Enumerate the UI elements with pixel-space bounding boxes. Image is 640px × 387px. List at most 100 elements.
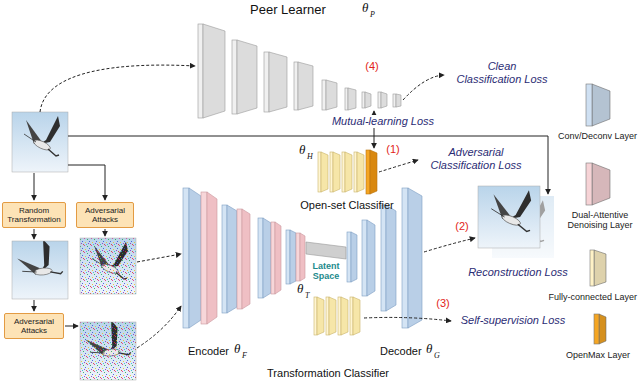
open-set-classifier-layers-part-part xyxy=(333,152,340,192)
encoder-layers-part xyxy=(258,218,271,298)
decoder-layers-part-part xyxy=(347,232,351,282)
peer-learner-layers xyxy=(198,24,401,118)
transformed-image-part xyxy=(12,241,68,299)
encoder-layers-part-part xyxy=(296,233,300,281)
label-slot: θ xyxy=(362,1,368,16)
label-slot: Transformation Classifier xyxy=(267,367,389,380)
parameter-subscript: H xyxy=(307,152,313,161)
encoder-layers-part-part xyxy=(189,188,201,328)
parameter-symbol: θ xyxy=(234,342,240,357)
label-slot: Peer Learner xyxy=(250,3,326,18)
swatch-face xyxy=(586,84,592,126)
label-slot: θ xyxy=(297,282,303,297)
decoder-layers-part xyxy=(402,188,422,328)
module-label: Decoder xyxy=(380,345,422,358)
transformation-classifier-layers-part-part xyxy=(341,297,348,335)
label-slot: (2) xyxy=(455,220,468,233)
peer-learner-layers-part-part xyxy=(345,88,348,110)
loss-label: Self-supervision Loss xyxy=(461,314,566,327)
flow-arrows-part xyxy=(403,75,444,100)
swatch-face xyxy=(594,314,599,344)
peer-learner-layers-part-part xyxy=(362,92,365,108)
decoder-layers-part-part xyxy=(381,205,386,311)
peer-learner-layers-part xyxy=(378,92,387,108)
label-slot: θ xyxy=(299,143,305,158)
flow-arrows-part xyxy=(65,326,78,327)
peer-learner-layers-part-part xyxy=(198,24,203,118)
legend-swatch xyxy=(593,313,607,345)
peer-learner-layers-part xyxy=(294,62,313,110)
flow-arrows-part xyxy=(379,160,418,172)
swatch-face xyxy=(586,163,592,205)
encoder-layers-part-part xyxy=(222,205,227,313)
legend-swatch xyxy=(585,162,611,206)
swatch-shade xyxy=(594,250,606,286)
label-slot: OpenMax Layer xyxy=(566,350,630,360)
label-slot: θ xyxy=(234,342,240,357)
peer-learner-layers-part-part xyxy=(294,62,298,110)
legend-swatch xyxy=(589,249,607,287)
adversarial-image-part xyxy=(80,238,136,294)
decoder-layers-part-part xyxy=(402,188,408,328)
peer-learner-layers-part-part xyxy=(326,80,337,110)
peer-learner-layers-part xyxy=(345,88,356,110)
parameter-symbol: θ xyxy=(362,1,368,16)
peer-learner-layers-part-part xyxy=(237,40,257,114)
parameter-symbol: θ xyxy=(297,282,303,297)
label-slot: Fully-connected Layer xyxy=(548,292,637,302)
flow-arrows-part xyxy=(68,165,105,200)
parameter-subscript: G xyxy=(434,351,440,360)
flow-arrows-part xyxy=(34,229,35,239)
module-label: Open-set Classifier xyxy=(300,199,394,212)
encoder-layers-part-part xyxy=(286,230,290,284)
transformation-classifier-layers-part-part xyxy=(314,297,317,335)
decoder-layers-part xyxy=(381,205,396,311)
open-set-classifier-layers-part xyxy=(366,150,377,194)
transformed-image xyxy=(12,238,68,299)
peer-learner-layers-part-part xyxy=(348,88,356,110)
flow-arrows-part xyxy=(137,254,181,262)
label-slot: Latent Space xyxy=(312,261,341,282)
label-slot: (4) xyxy=(365,60,378,73)
swatch-side xyxy=(592,163,610,205)
encoder-layers-part-part xyxy=(227,205,237,313)
encoder-layers-part-part xyxy=(237,209,242,309)
loss-label: Reconstruction Loss xyxy=(468,266,568,279)
transformation-classifier-layers-part xyxy=(338,297,348,335)
encoder-layers-part-part xyxy=(207,192,217,324)
open-set-classifier-layers-part-part xyxy=(330,152,333,192)
reconstructed-image-part xyxy=(478,186,540,248)
encoder-layers-part-part xyxy=(183,188,189,328)
label-slot: Clean Classification Loss xyxy=(455,60,549,85)
encoder-layers-part xyxy=(222,205,237,313)
callout-number: (2) xyxy=(455,220,468,233)
callout-number: (1) xyxy=(386,143,399,156)
transformed-image-part-part-part xyxy=(14,238,65,289)
module-label: Transformation Classifier xyxy=(267,367,389,380)
label-slot: Decoder xyxy=(380,345,422,358)
adversarial-transformed-image-part-part xyxy=(80,322,136,380)
latent-space-band xyxy=(306,242,346,259)
label-slot: G xyxy=(434,351,440,360)
legend-swatch xyxy=(585,83,611,127)
encoder-layers-part-part xyxy=(242,209,250,309)
open-set-classifier-layers-part-part xyxy=(354,152,357,192)
encoder-layers-part-part xyxy=(271,222,275,294)
flow-arrows xyxy=(34,65,548,348)
label-slot: (1) xyxy=(386,143,399,156)
open-set-classifier-layers-part-part xyxy=(345,152,352,192)
open-set-classifier-layers-part-part xyxy=(357,152,364,192)
peer-learner-layers-part-part xyxy=(264,52,269,112)
decoder-layers-part-part xyxy=(367,220,375,296)
decoder-layers-part-part xyxy=(362,220,367,296)
transformation-classifier-layers-part xyxy=(326,297,336,335)
input-image-part xyxy=(12,112,68,172)
reconstructed-image-part xyxy=(478,186,540,248)
box-label: Adversarial Attacks xyxy=(84,206,127,224)
label-slot: Open-set Classifier xyxy=(300,199,394,212)
module-label: Encoder xyxy=(188,345,229,358)
callout-number: (4) xyxy=(365,60,378,73)
peer-learner-layers-part-part xyxy=(232,40,237,114)
callout-number: (3) xyxy=(436,297,449,310)
